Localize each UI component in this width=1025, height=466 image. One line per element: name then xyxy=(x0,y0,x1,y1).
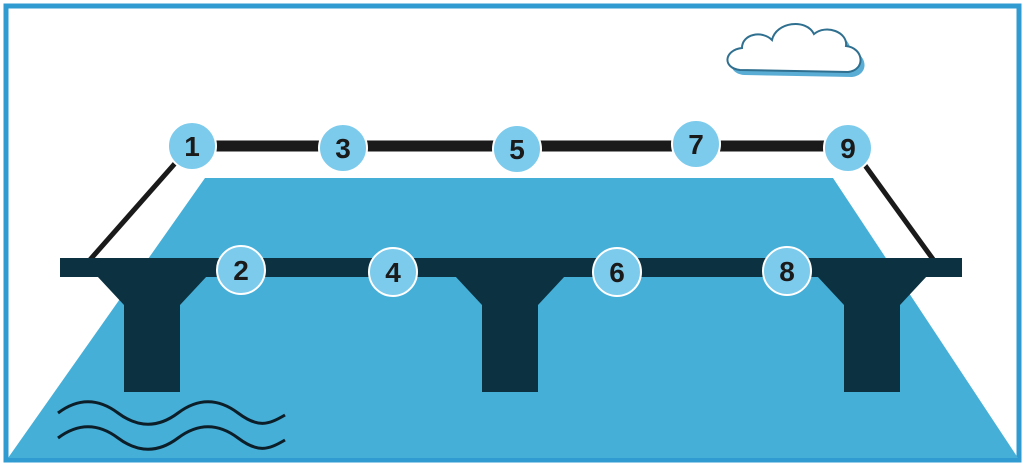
node-6-label: 6 xyxy=(609,257,625,288)
node-4-label: 4 xyxy=(385,257,401,288)
node-5: 5 xyxy=(493,125,541,173)
node-7-label: 7 xyxy=(688,129,704,160)
node-2-label: 2 xyxy=(233,255,249,286)
node-7: 7 xyxy=(672,120,720,168)
node-1-label: 1 xyxy=(184,131,200,162)
node-9-label: 9 xyxy=(840,133,856,164)
node-8-label: 8 xyxy=(779,256,795,287)
node-2: 2 xyxy=(217,246,265,294)
node-1: 1 xyxy=(168,122,216,170)
node-3-label: 3 xyxy=(335,133,351,164)
node-6: 6 xyxy=(593,248,641,296)
node-5-label: 5 xyxy=(509,134,525,165)
node-8: 8 xyxy=(763,247,811,295)
bridge-deck xyxy=(60,258,962,277)
node-9: 9 xyxy=(824,124,872,172)
node-4: 4 xyxy=(369,248,417,296)
node-3: 3 xyxy=(319,124,367,172)
